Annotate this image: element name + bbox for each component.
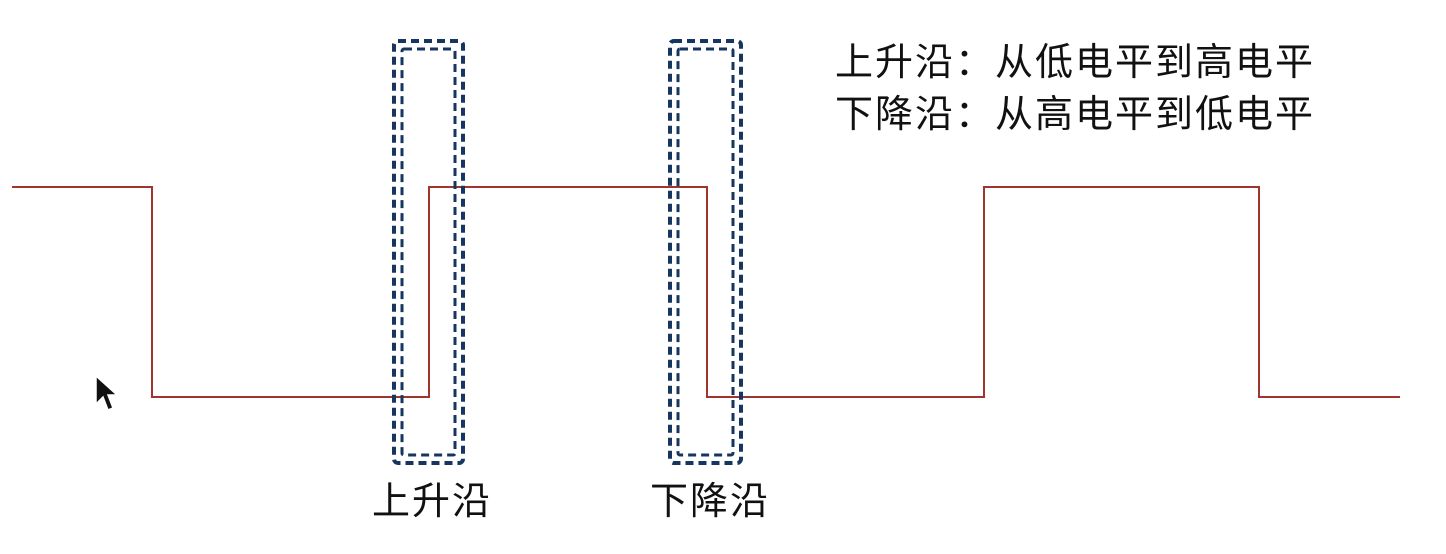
falling-edge-label: 下降沿 bbox=[650, 479, 771, 523]
mouse-pointer-icon bbox=[95, 374, 118, 411]
falling-edge-highlight bbox=[668, 39, 743, 465]
falling-edge-definition: 下降沿：从高电平到低电平 bbox=[835, 92, 1316, 136]
edge-definitions: 上升沿：从低电平到高电平 下降沿：从高电平到低电平 bbox=[835, 36, 1315, 140]
rising-edge-definition: 上升沿：从低电平到高电平 bbox=[835, 40, 1316, 84]
rising-edge-label: 上升沿 bbox=[372, 479, 493, 523]
square-wave-signal bbox=[12, 186, 1400, 398]
rising-edge-highlight bbox=[392, 39, 465, 465]
